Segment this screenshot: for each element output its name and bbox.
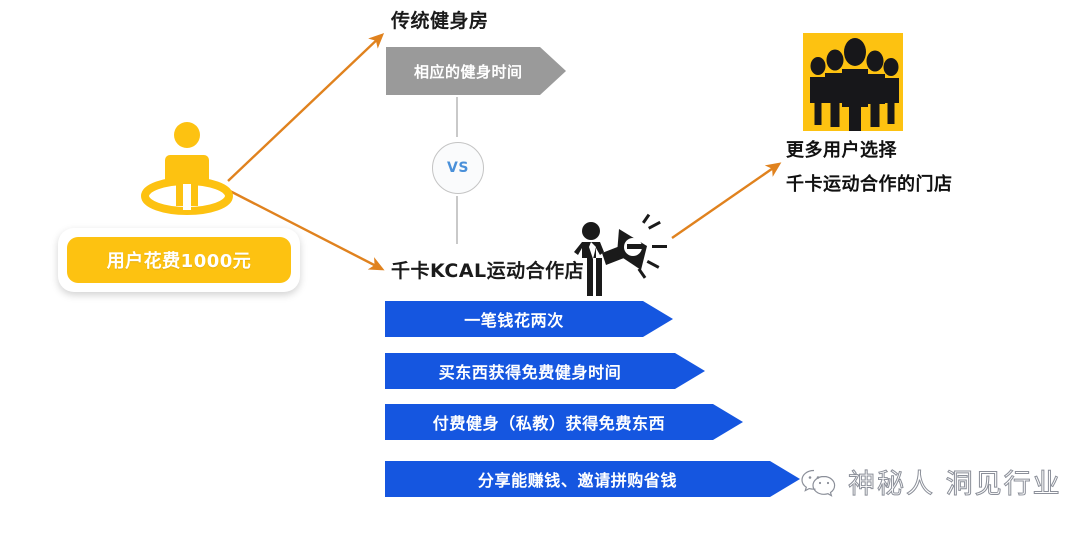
partner-store-title: 千卡KCAL运动合作店	[391, 260, 585, 282]
vs-connector-line-top	[456, 97, 458, 137]
partner-benefit-banner: 付费健身（私教）获得免费东西	[385, 404, 743, 440]
megaphone-person-icon	[574, 213, 667, 296]
user-cost-box-fill: 用户花费1000元	[67, 237, 291, 283]
banner-shape	[385, 404, 743, 440]
result-line-2: 千卡运动合作的门店	[786, 174, 953, 195]
banner-label: 付费健身（私教）获得免费东西	[432, 414, 666, 433]
traditional-gym-title: 传统健身房	[391, 10, 489, 32]
vs-badge: VS	[432, 142, 484, 194]
banner-shape	[385, 353, 705, 389]
watermark: 神秘人 洞见行业	[800, 462, 1062, 501]
arrow-megaphone-to-users	[671, 162, 782, 239]
banner-shape	[385, 461, 800, 497]
banner-label: 分享能赚钱、邀请拼购省钱	[477, 471, 678, 490]
partner-benefit-banner: 买东西获得免费健身时间	[385, 353, 705, 389]
vs-connector-line-bottom	[456, 196, 458, 244]
user-cost-box: 用户花费1000元	[58, 228, 300, 292]
partner-benefit-banner: 分享能赚钱、邀请拼购省钱	[385, 461, 800, 497]
watermark-text: 神秘人 洞见行业	[848, 469, 1062, 501]
banner-label: 一笔钱花两次	[464, 311, 564, 330]
vs-label: VS	[447, 160, 469, 176]
traditional-banner-shape	[386, 47, 566, 95]
traditional-gym-banner: 相应的健身时间	[386, 47, 566, 95]
partner-benefit-banner: 一笔钱花两次	[385, 301, 673, 337]
banner-shape	[385, 301, 673, 337]
wechat-icon	[801, 469, 836, 497]
arrow-user-to-traditional	[227, 33, 385, 182]
user-cost-label: 用户花费1000元	[106, 251, 252, 272]
result-line-1: 更多用户选择	[786, 140, 897, 161]
banner-label: 买东西获得免费健身时间	[438, 363, 622, 382]
user-group-icon	[803, 33, 903, 131]
person-standing-icon	[141, 122, 233, 215]
traditional-banner-label: 相应的健身时间	[414, 62, 523, 81]
